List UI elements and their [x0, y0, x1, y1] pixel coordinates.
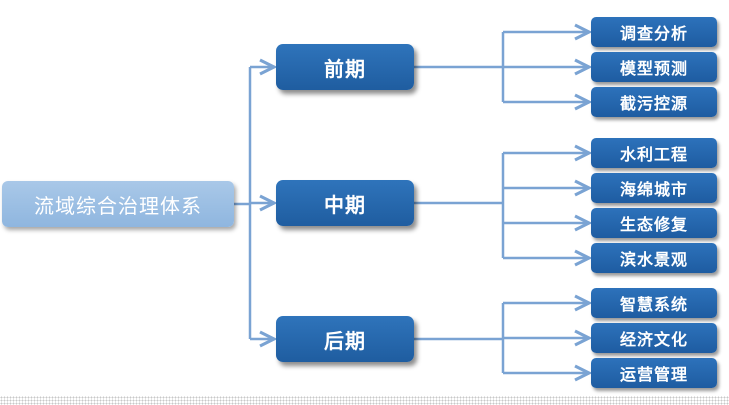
phase-node-late: 后期	[276, 316, 414, 362]
leaf-node-pollution-control: 截污控源	[591, 87, 717, 117]
leaf-node-operation-manage: 运营管理	[591, 358, 717, 388]
leaf-node-survey-analysis: 调查分析	[591, 17, 717, 47]
leaf-node-model-prediction: 模型预测	[591, 52, 717, 82]
leaf-node-waterfront-scenery: 滨水景观	[591, 243, 717, 273]
leaf-node-ecological-restore: 生态修复	[591, 208, 717, 238]
leaf-node-smart-system: 智慧系统	[591, 288, 717, 318]
leaf-node-water-engineering: 水利工程	[591, 138, 717, 168]
root-node: 流域综合治理体系	[2, 181, 234, 227]
dotted-footer-band	[0, 396, 729, 405]
leaf-node-sponge-city: 海绵城市	[591, 173, 717, 203]
phase-node-early: 前期	[276, 44, 414, 90]
phase-node-middle: 中期	[276, 180, 414, 226]
leaf-node-economy-culture: 经济文化	[591, 323, 717, 353]
